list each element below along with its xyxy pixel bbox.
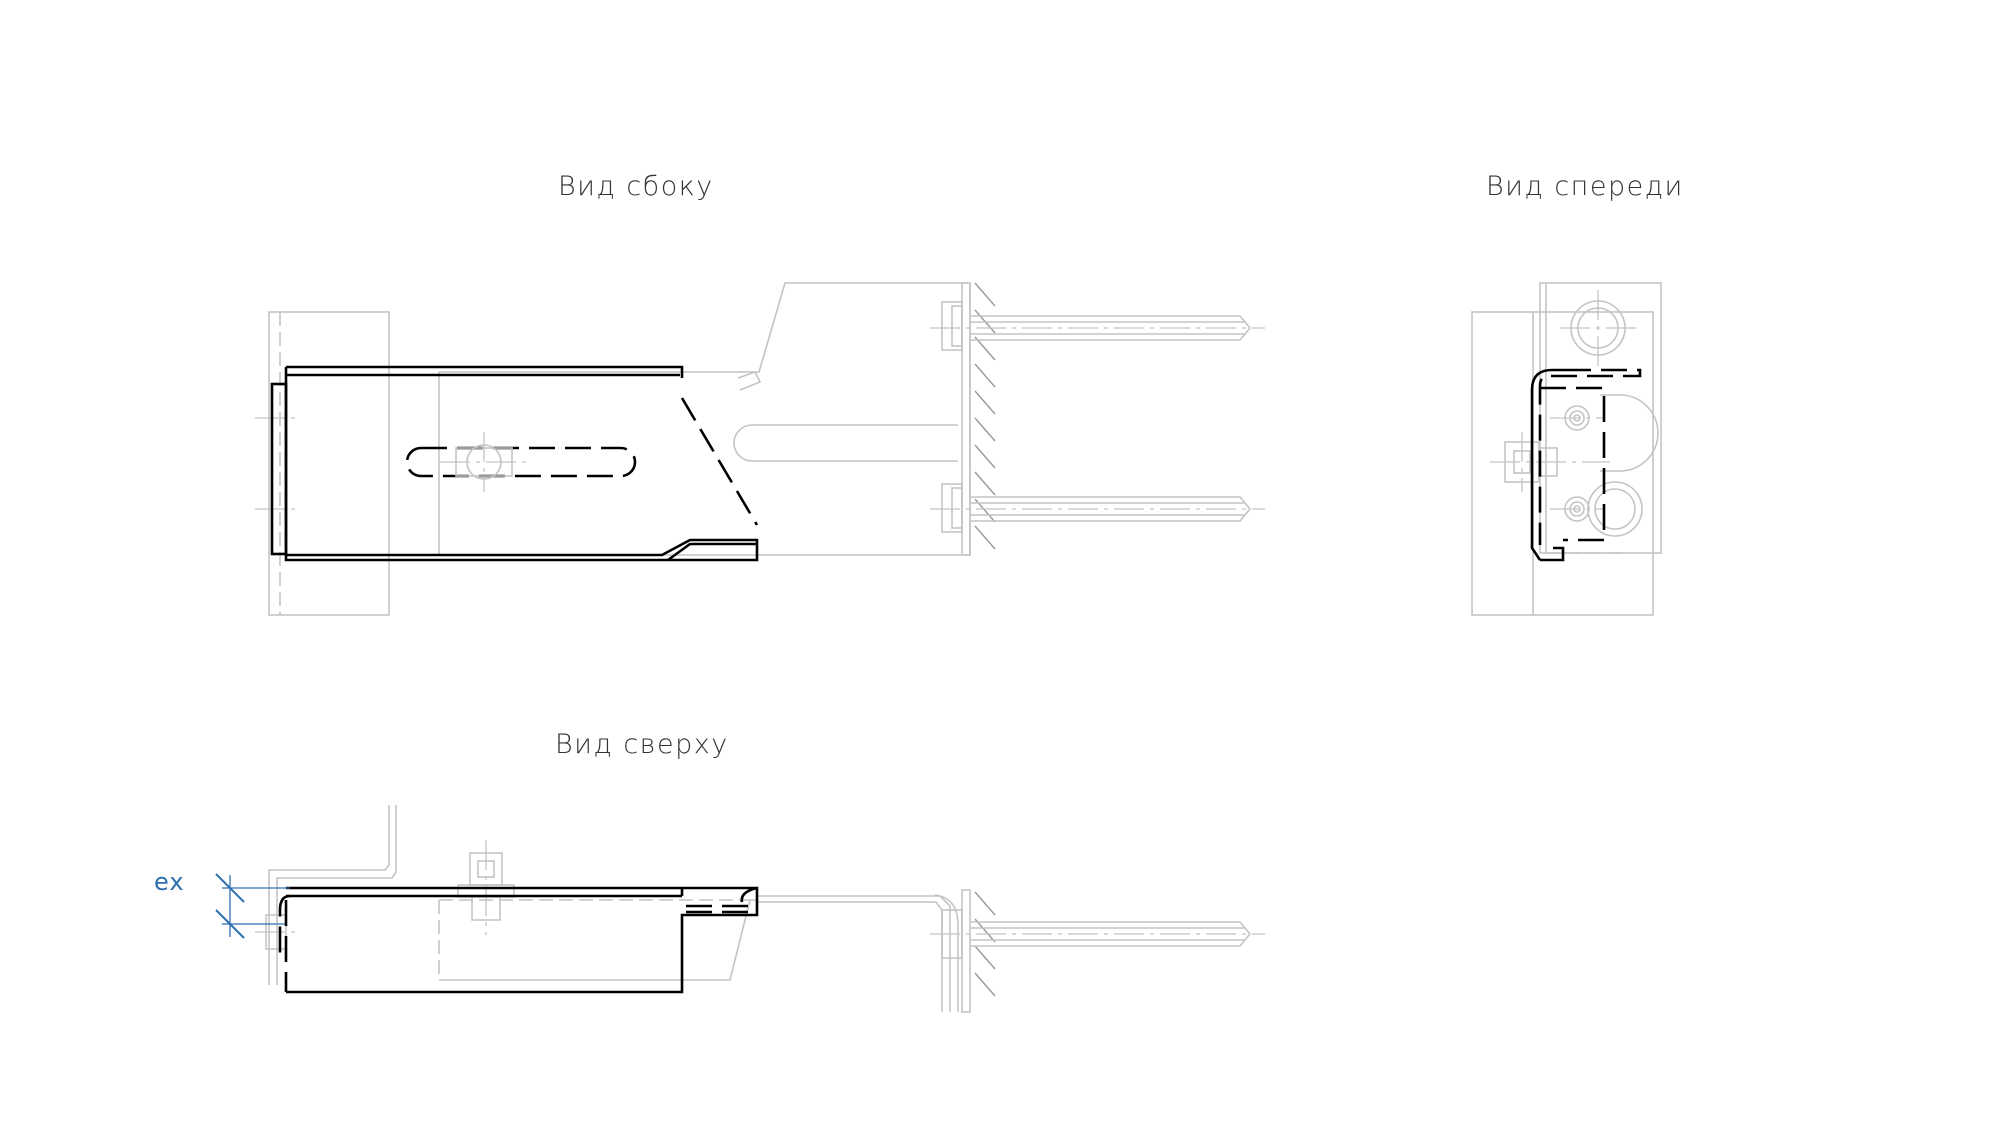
top-wall-hatch [974, 891, 996, 997]
side-anchor-plate [961, 282, 971, 556]
side-main-profile [270, 365, 759, 562]
side-anchor-bolt-lower [930, 483, 1265, 533]
front-view-title: Вид спереди [1486, 171, 1684, 202]
side-view-title: Вид сбоку [558, 171, 714, 202]
top-anchor-plate [961, 889, 971, 1013]
ex-dimension-label: ex [154, 868, 185, 896]
top-view-title: Вид сверху [555, 729, 729, 760]
top-left-bolt [255, 914, 300, 950]
front-wall-plate [1471, 311, 1654, 616]
front-side-bolt [1490, 432, 1610, 492]
top-bracket-body [439, 899, 757, 981]
side-wall-plate [268, 311, 390, 616]
front-screw-upper [1550, 405, 1604, 431]
top-anchor-bolt [930, 909, 1265, 959]
side-anchor-bolt-upper [930, 301, 1265, 351]
front-slot [1600, 394, 1659, 472]
top-wall-bracket [268, 805, 390, 985]
front-view [1471, 282, 1662, 616]
front-main-profile [1530, 368, 1642, 562]
front-anchor-bolt-upper [1560, 290, 1636, 366]
top-main-profile [278, 886, 759, 994]
side-wall-hatch [974, 282, 996, 550]
side-slot-bolt [440, 432, 528, 492]
side-view [255, 282, 1265, 616]
front-screw-lower [1550, 496, 1604, 522]
side-adjustment-slot [405, 446, 637, 478]
side-bracket-body [438, 282, 967, 556]
top-view: ex [154, 805, 1265, 1013]
ex-dimension: ex [154, 868, 290, 939]
